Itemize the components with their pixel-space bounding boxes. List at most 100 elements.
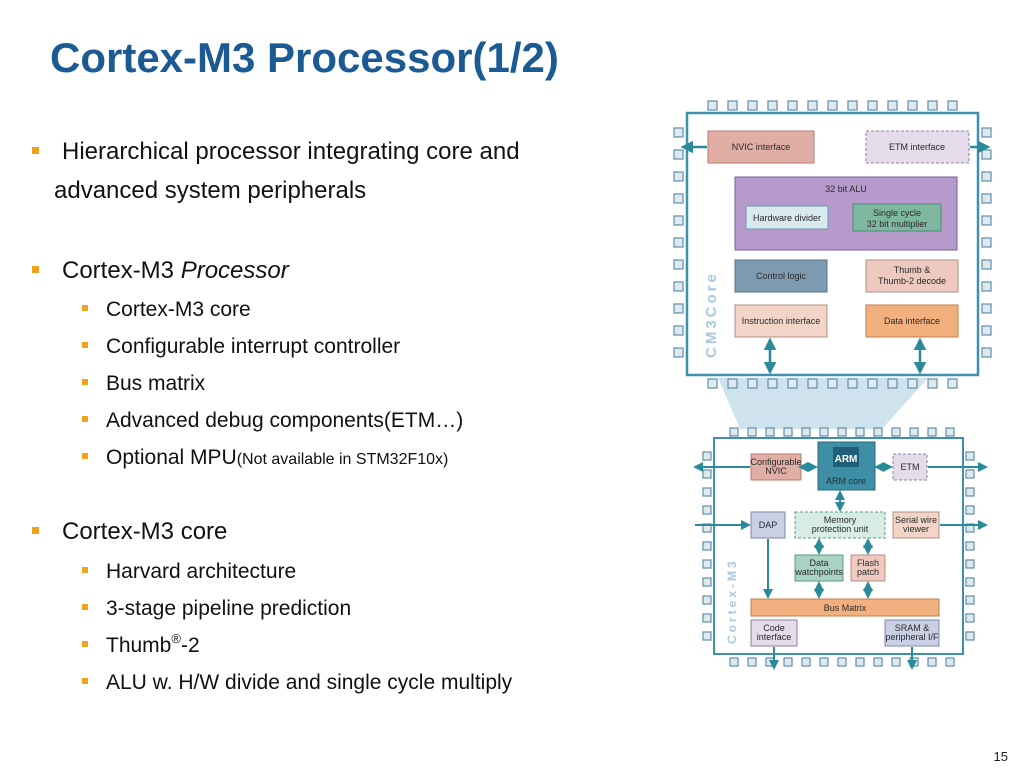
bullet-marker (32, 266, 39, 273)
dap-block (750, 511, 786, 539)
bullet-marker (82, 305, 88, 311)
sub-bullet: Bus matrix (82, 371, 206, 396)
instruction-interface-block (734, 304, 828, 338)
mpu-block (794, 511, 886, 539)
sub-bullet: 3-stage pipeline prediction (82, 596, 352, 621)
flash-patch-block (850, 554, 886, 582)
bullet-text: Cortex-M3 (62, 257, 181, 284)
data-interface-block (865, 304, 959, 338)
zoom-funnel (718, 378, 928, 429)
bullet-hierarchical: Hierarchical processor integrating core … (32, 138, 520, 167)
flash-patch-label-2: patch (857, 567, 879, 577)
sub-bullet: Advanced debug components(ETM…) (82, 408, 464, 433)
cortex-m3-side-label: Cortex-M3 (725, 558, 739, 644)
sub-bullet-text: ALU w. H/W divide and single cycle multi… (106, 671, 513, 694)
bullet-processor: Cortex-M3 Processor (32, 257, 289, 286)
multiplier-block (852, 203, 942, 232)
etm-block (892, 453, 928, 481)
mpu-label-1: Memory (824, 515, 857, 525)
bullet-marker (82, 604, 88, 610)
cortex-m3-chip: Cortex-M3 Configurable NVIC ARM ARM core… (693, 427, 988, 670)
etm-interface-label: ETM interface (889, 142, 945, 152)
nvic-interface-block (707, 130, 815, 164)
slide-title: Cortex-M3 Processor(1/2) (50, 34, 559, 81)
configurable-nvic-block (750, 453, 802, 481)
arm-logo-text: ARM (835, 454, 858, 465)
arm-logo (833, 447, 859, 467)
sub-bullet-suffix: -2 (180, 634, 200, 657)
multiplier-label-1: Single cycle (873, 208, 921, 218)
control-logic-label: Control logic (756, 271, 807, 281)
sub-bullet-text: Configurable interrupt controller (106, 335, 401, 358)
cortex-m3-block-diagram: CM3Core NVIC interface ETM interface 32 … (673, 100, 992, 670)
data-watchpoints-label-1: Data (809, 558, 828, 568)
nvic-interface-label: NVIC interface (732, 142, 791, 152)
configurable-nvic-label-2: NVIC (765, 466, 787, 476)
serial-wire-viewer-label-1: Serial wire (895, 515, 937, 525)
bullet-marker (82, 453, 88, 459)
bullet-italic-text: Processor (180, 257, 289, 284)
bullet-marker (82, 567, 88, 573)
sub-bullet: Harvard architecture (82, 559, 297, 584)
flash-patch-label-1: Flash (857, 558, 879, 568)
sub-bullet: Configurable interrupt controller (82, 334, 401, 359)
hardware-divider-label: Hardware divider (753, 213, 821, 223)
sub-bullet-text: Advanced debug components(ETM…) (106, 409, 464, 432)
registered-mark: ® (171, 631, 181, 646)
sub-bullet: ALU w. H/W divide and single cycle multi… (82, 670, 513, 695)
sub-bullet: Thumb®-2 (82, 631, 200, 658)
hardware-divider-block (745, 205, 829, 230)
bullet-continuation: advanced system peripherals (54, 177, 367, 204)
bullet-text: Hierarchical processor integrating core … (62, 138, 520, 165)
cortex-m3-arrows (693, 462, 988, 670)
data-watchpoints-label-2: watchpoints (794, 567, 843, 577)
data-interface-label: Data interface (884, 316, 940, 326)
page-number: 15 (993, 749, 1008, 764)
thumb-decode-block (865, 259, 959, 293)
dap-label: DAP (759, 520, 778, 530)
bullet-marker (32, 147, 39, 154)
sram-interface-block (884, 619, 940, 647)
core-arrows (680, 140, 991, 375)
configurable-nvic-label-1: Configurable (750, 457, 801, 467)
control-logic-block (734, 259, 828, 293)
bullet-marker (82, 416, 88, 422)
code-interface-label-2: interface (757, 632, 792, 642)
bus-matrix-block (750, 598, 940, 617)
bus-matrix-label: Bus Matrix (824, 603, 867, 613)
sub-bullet-text: Thumb (106, 634, 172, 657)
mpu-note: (Not available in STM32F10x) (236, 451, 449, 468)
bullet-list: Hierarchical processor integrating core … (32, 138, 520, 695)
sram-interface-label-2: peripheral I/F (885, 632, 939, 642)
sub-bullet: Optional MPU(Not available in STM32F10x) (82, 445, 449, 470)
sub-bullet-text: Bus matrix (106, 372, 206, 395)
bullet-marker (82, 379, 88, 385)
alu-label: 32 bit ALU (825, 184, 867, 194)
code-interface-block (750, 619, 798, 647)
sub-bullet-text: Optional MPU (106, 446, 237, 469)
cm3core-side-label: CM3Core (703, 271, 720, 358)
bullet-core: Cortex-M3 core (32, 518, 228, 547)
instruction-interface-label: Instruction interface (742, 316, 821, 326)
serial-wire-viewer-label-2: viewer (903, 524, 929, 534)
bullet-marker (82, 678, 88, 684)
etm-interface-block (865, 130, 970, 164)
bullet-marker (82, 342, 88, 348)
code-interface-label-1: Code (763, 623, 785, 633)
mpu-label-2: protection unit (812, 524, 869, 534)
cm3core-chip: CM3Core NVIC interface ETM interface 32 … (673, 100, 992, 389)
arm-core-label: ARM core (826, 476, 866, 486)
serial-wire-viewer-block (892, 511, 940, 539)
thumb-decode-label-1: Thumb & (894, 265, 931, 275)
bullet-marker (32, 527, 39, 534)
sub-bullet: Cortex-M3 core (82, 297, 251, 322)
sub-bullet-text: Cortex-M3 core (106, 298, 251, 321)
multiplier-label-2: 32 bit multiplier (867, 219, 928, 229)
etm-label: ETM (901, 462, 920, 472)
bullet-marker (82, 641, 88, 647)
sram-interface-label-1: SRAM & (895, 623, 930, 633)
thumb-decode-label-2: Thumb-2 decode (878, 276, 946, 286)
bullet-text: Cortex-M3 core (62, 518, 228, 545)
sub-bullet-text: 3-stage pipeline prediction (106, 597, 352, 620)
sub-bullet-text: Harvard architecture (106, 560, 297, 583)
